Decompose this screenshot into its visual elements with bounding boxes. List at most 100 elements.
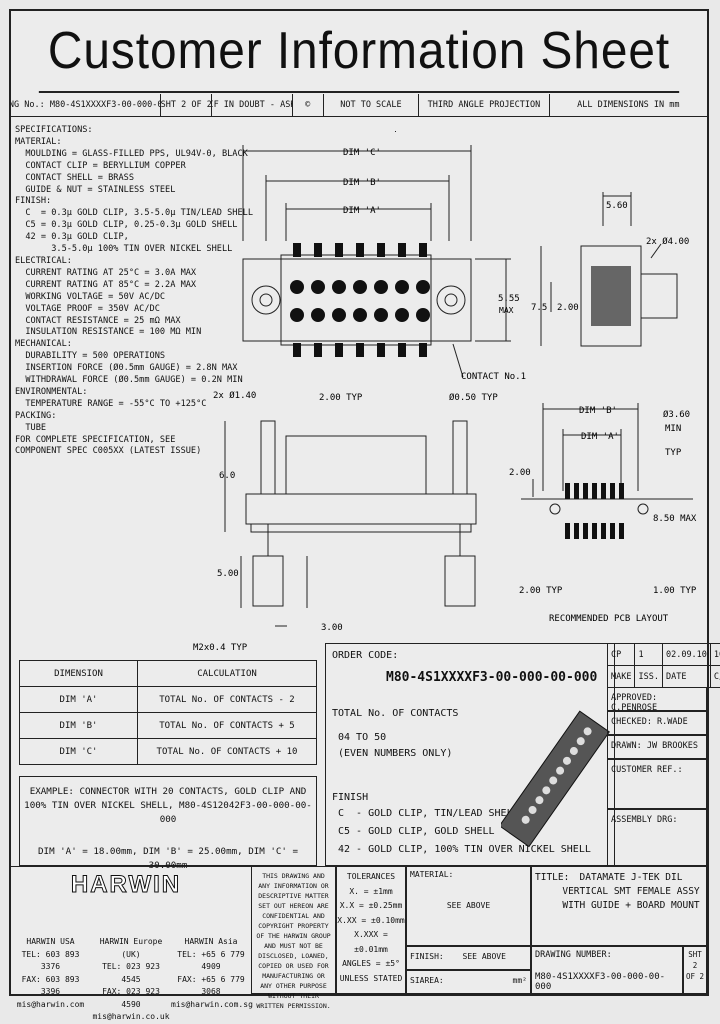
- eu-mail[interactable]: mis@harwin.co.uk: [92, 1012, 170, 1021]
- contact-pin: [377, 343, 385, 357]
- asia-tel: TEL: +65 6 779 4909: [177, 949, 245, 972]
- connector-3d-picture: [501, 710, 610, 848]
- order-code-label: ORDER CODE:: [332, 650, 399, 661]
- order-code-box: ORDER CODE: M80-4S1XXXXF3-00-000-00-000 …: [325, 643, 615, 866]
- copyright-icon: ©: [293, 94, 324, 116]
- dim-c-label: DIM 'C': [343, 148, 381, 158]
- spec-line: INSERTION FORCE (Ø0.5mm GAUGE) = 2.8N MA…: [15, 363, 238, 374]
- pcb-pad: [583, 523, 588, 539]
- connector-pin: [535, 796, 544, 805]
- contact-socket: [290, 280, 304, 294]
- drawn-field: DRAWN: JW BROOKES: [607, 735, 707, 759]
- pcb-dim-a-label: DIM 'A': [581, 432, 619, 442]
- approved-field: APPROVED: C.PENROSE: [607, 687, 707, 713]
- dim-2x140-label: 2x Ø1.40: [213, 390, 256, 401]
- pcb-pad: [601, 483, 606, 499]
- pcb-100typ-label: 1.00 TYP: [653, 586, 697, 596]
- order-code-value: M80-4S1XXXXF3-00-000-00-000: [386, 670, 598, 685]
- finish-field-label: FINISH:: [410, 952, 444, 961]
- title-line1: DATAMATE J-TEK DIL: [579, 872, 683, 883]
- table-row: DIM 'A'TOTAL No. OF CONTACTS - 2: [19, 686, 317, 713]
- spec-line: WORKING VOLTAGE = 50V AC/DC: [15, 291, 166, 302]
- pcb-title: RECOMMENDED PCB LAYOUT: [549, 614, 669, 624]
- spec-line: WITHDRAWAL FORCE (Ø0.5mm GAUGE) = 0.2N M…: [15, 375, 243, 386]
- title-field: TITLE: DATAMATE J-TEK DIL VERTICAL SMT F…: [531, 866, 707, 946]
- contact-pin: [356, 343, 364, 357]
- tolerances-block: TOLERANCES X. = ±1mm X.X = ±0.25mm X.XX …: [336, 866, 406, 994]
- rev-cnote: 10870: [709, 643, 720, 666]
- pcb-min-label: MIN: [665, 424, 681, 434]
- contact-socket: [374, 280, 388, 294]
- assembly-drg-field: ASSEMBLY DRG:: [607, 809, 707, 866]
- usa-tel: TEL: 603 893 3376: [21, 949, 80, 972]
- asia-contact: HARWIN Asia TEL: +65 6 779 4909 FAX: +65…: [171, 936, 253, 1011]
- dimension-table: DIMENSION CALCULATION DIM 'A'TOTAL No. O…: [19, 660, 317, 765]
- example-line2: 100% TIN OVER NICKEL SHELL, M80-4S12042F…: [24, 800, 312, 825]
- checked-field: CHECKED: R.WADE: [607, 711, 707, 735]
- spec-line: PACKING:: [15, 410, 57, 421]
- finish-c5: C5 - GOLD CLIP, GOLD SHELL: [338, 826, 495, 837]
- sheet-number: SHT 2 OF 2: [161, 94, 213, 116]
- spec-line: TEMPERATURE RANGE = -55°C TO +125°C: [15, 398, 207, 409]
- spec-line: ELECTRICAL:: [15, 255, 72, 266]
- contact-pin: [293, 243, 301, 257]
- contact-pin: [377, 243, 385, 257]
- dn-label: DRAWING NUMBER:: [535, 950, 612, 960]
- sht-num: 2: [692, 961, 698, 970]
- sarea-field: SIAREA: mm²: [406, 970, 531, 994]
- connector-pin: [569, 747, 578, 756]
- pcb-pad: [610, 523, 615, 539]
- finish-field-value: SEE ABOVE: [462, 952, 506, 961]
- contact-socket: [416, 280, 430, 294]
- contact-socket: [416, 308, 430, 322]
- connector-pin: [562, 756, 571, 765]
- tol-head: TOLERANCES: [346, 872, 396, 881]
- table-cell: DIM 'C': [19, 738, 138, 765]
- pcb-pad: [583, 483, 588, 499]
- dim-200-label: 2.00: [557, 303, 579, 313]
- dim-200typ-label: 2.00 TYP: [319, 393, 363, 403]
- dn-value: M80-4S1XXXXF3-00-000-00-000: [535, 972, 666, 992]
- dim-max-label: MAX: [499, 306, 514, 315]
- pcb-360-label: Ø3.60: [663, 409, 690, 420]
- spec-line: COMPONENT SPEC C005XX (LATEST ISSUE): [15, 446, 202, 457]
- drawing-no: DRAWING No.: M80-4S1XXXXF3-00-000-00-000: [11, 94, 162, 116]
- specifications: SPECIFICATIONS:MATERIAL: MOULDING = GLAS…: [15, 125, 253, 458]
- europe-contact: HARWIN Europe (UK) TEL: 023 923 4545 FAX…: [91, 936, 171, 1024]
- material-field: MATERIAL: SEE ABOVE: [406, 866, 531, 946]
- material-value: SEE ABOVE: [446, 901, 491, 910]
- connector-pin: [542, 786, 551, 795]
- asia-mail[interactable]: mis@harwin.com.sg: [171, 999, 253, 1009]
- pcb-pad: [619, 523, 624, 539]
- rev-cp: CP: [606, 643, 636, 666]
- dim-table-header-calculation: CALCULATION: [137, 660, 317, 687]
- drawing-number-field: DRAWING NUMBER: M80-4S1XXXXF3-00-000-00-…: [531, 946, 683, 994]
- spec-line: C = 0.3μ GOLD CLIP, 3.5-5.0μ TIN/LEAD SH…: [15, 208, 253, 219]
- m2x04-label: M2x0.4 TYP: [193, 643, 248, 653]
- dim-555-label: 5.55: [498, 294, 520, 304]
- contact-pin: [419, 343, 427, 357]
- connector-pin: [583, 727, 592, 736]
- spec-line: CONTACT SHELL = BRASS: [15, 172, 134, 183]
- table-cell: TOTAL No. OF CONTACTS + 10: [137, 738, 317, 765]
- contacts-range: 04 TO 50: [338, 732, 387, 743]
- dim-table-header-dimension: DIMENSION: [19, 660, 138, 687]
- spec-line: C5 = 0.3μ GOLD CLIP, 0.25-0.3μ GOLD SHEL…: [15, 220, 238, 231]
- pcb-pad: [565, 483, 570, 499]
- contact-socket: [332, 280, 346, 294]
- title-label: TITLE:: [535, 872, 570, 883]
- spec-line: FINISH:: [15, 196, 52, 207]
- sht-label: SHT: [688, 950, 702, 959]
- rev-date: 02.09.10: [661, 643, 711, 666]
- pcb-pad: [610, 483, 615, 499]
- usa-mail[interactable]: mis@harwin.com: [16, 999, 85, 1009]
- table-cell: DIM 'B': [19, 712, 138, 739]
- sarea-label: SIAREA:: [410, 976, 444, 985]
- tol-unless: UNLESS STATED: [339, 973, 403, 983]
- rev-header-cnote: C/NOTE: [709, 665, 720, 688]
- dim-050typ-label: Ø0.50 TYP: [449, 392, 498, 403]
- connector-pin: [556, 766, 565, 775]
- spec-line: FOR COMPLETE SPECIFICATION, SEE: [15, 434, 176, 445]
- spec-line: GUIDE & NUT = STAINLESS STEEL: [15, 184, 176, 195]
